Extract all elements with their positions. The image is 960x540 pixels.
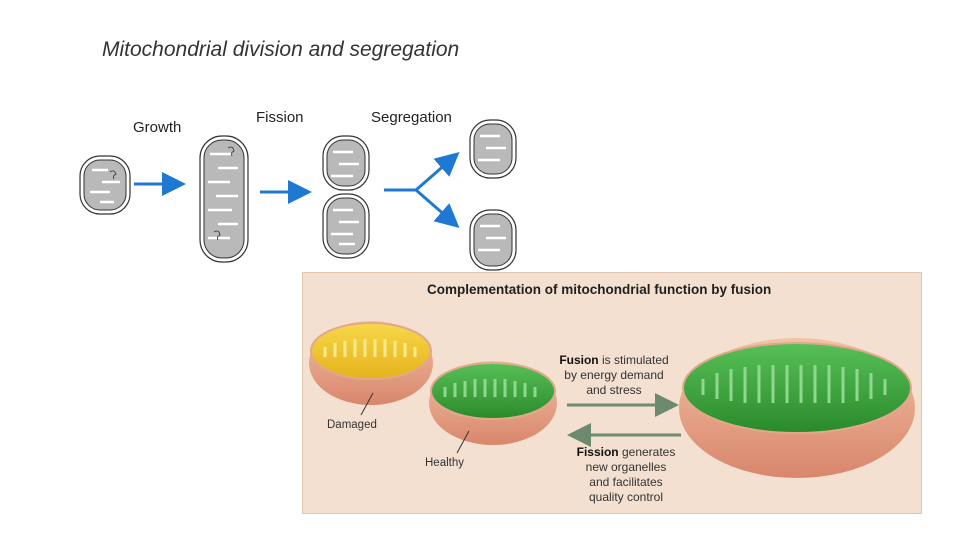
stage-label-fission: Fission: [256, 109, 304, 126]
fission-line3: and facilitates: [589, 475, 663, 489]
arrow-segregation: [384, 152, 460, 228]
mitochondrion-fused: [679, 338, 915, 478]
leader-healthy: [456, 430, 470, 454]
fusion-keyword: Fusion: [559, 353, 599, 367]
mitochondrion-healthy: [429, 361, 557, 445]
fusion-panel: Complementation of mitochondrial functio…: [302, 272, 922, 514]
fission-caption: Fission generates new organelles and fac…: [565, 445, 687, 505]
label-damaged: Damaged: [327, 419, 377, 431]
mitochondrion-initial: [79, 155, 131, 215]
fusion-line2: by energy demand: [564, 368, 664, 382]
fission-line4: quality control: [588, 490, 664, 504]
mitochondrion-daughter-lower: [469, 209, 517, 271]
mitochondrion-dividing: [322, 135, 370, 259]
stage-label-growth: Growth: [133, 119, 182, 136]
fusion-line3: and stress: [586, 383, 642, 397]
mitochondrion-grown: [199, 135, 249, 263]
leader-damaged: [360, 392, 374, 416]
fusion-illustration: [309, 321, 915, 478]
panel-title: Complementation of mitochondrial functio…: [427, 282, 772, 297]
slide-title: Mitochondrial division and segregation: [102, 38, 460, 61]
fission-line2: new organelles: [585, 460, 667, 474]
stage-label-segregation: Segregation: [371, 109, 452, 126]
mitochondrion-daughter-upper: [469, 119, 517, 179]
fission-line1: generates: [618, 445, 676, 459]
division-diagram: [79, 119, 517, 271]
label-healthy: Healthy: [425, 457, 464, 469]
fusion-line1: is stimulated: [598, 353, 669, 367]
mitochondrion-damaged: [309, 321, 433, 405]
fusion-caption: Fusion is stimulated by energy demand an…: [553, 353, 675, 398]
fission-keyword: Fission: [576, 445, 619, 459]
